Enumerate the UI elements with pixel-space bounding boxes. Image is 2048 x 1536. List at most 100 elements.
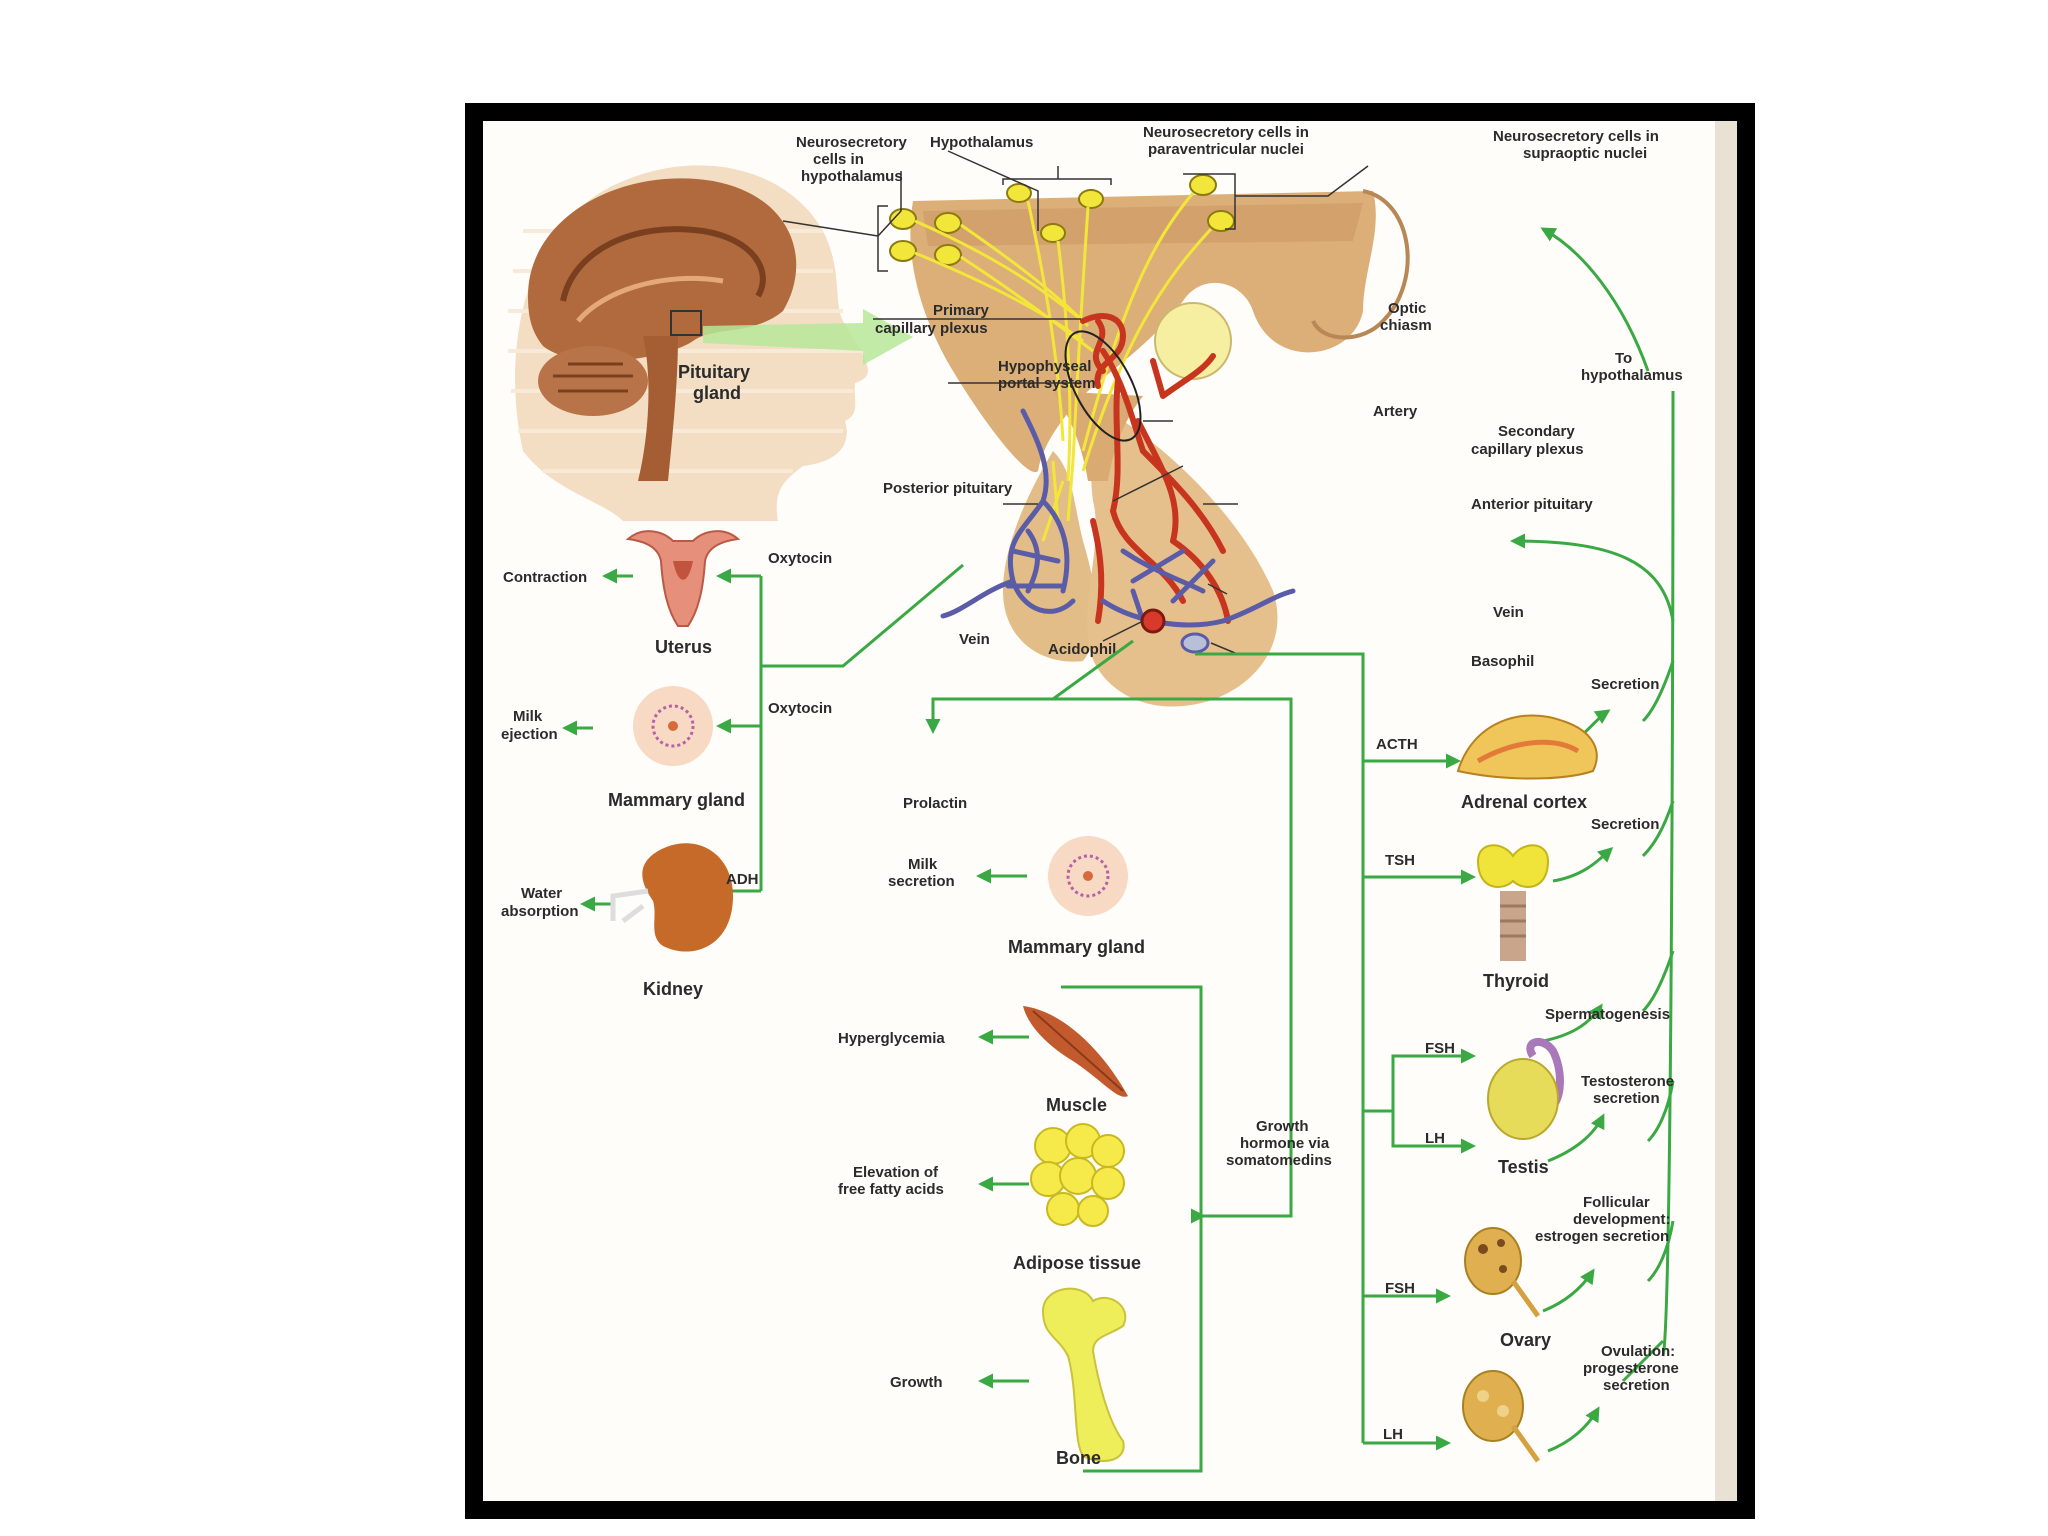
svg-text:Testosterone: Testosterone — [1581, 1073, 1674, 1090]
brainstem — [638, 336, 678, 481]
svg-text:Posterior pituitary: Posterior pituitary — [883, 480, 1013, 497]
optic-chiasm — [1154, 302, 1232, 380]
mammary-gland-icon-2 — [1048, 836, 1128, 916]
svg-text:Oxytocin: Oxytocin — [768, 700, 832, 717]
svg-text:FSH: FSH — [1385, 1280, 1415, 1297]
neurosecretory-cells — [889, 174, 1235, 266]
svg-text:Prolactin: Prolactin — [903, 795, 967, 812]
svg-text:progesterone: progesterone — [1583, 1360, 1679, 1377]
hormone-arrows — [562, 227, 1675, 1473]
svg-text:Secretion: Secretion — [1591, 676, 1659, 693]
svg-text:Neurosecretory cells in: Neurosecretory cells in — [1143, 124, 1309, 141]
bone-icon — [1041, 1287, 1127, 1462]
svg-text:Thyroid: Thyroid — [1483, 971, 1549, 991]
posterior-target-labels: Contraction Oxytocin Uterus Milk ejectio… — [501, 550, 832, 999]
posterior-pituitary — [1003, 451, 1097, 662]
svg-text:Vein: Vein — [959, 631, 990, 648]
svg-text:Elevation of: Elevation of — [853, 1164, 939, 1181]
svg-text:Testis: Testis — [1498, 1157, 1549, 1177]
svg-text:Neurosecretory: Neurosecretory — [796, 134, 908, 151]
svg-text:gland: gland — [693, 383, 741, 403]
svg-text:estrogen secretion: estrogen secretion — [1535, 1228, 1669, 1245]
svg-text:Milk: Milk — [908, 856, 938, 873]
svg-text:Secondary: Secondary — [1498, 423, 1575, 440]
svg-text:Mammary gland: Mammary gland — [1008, 937, 1145, 957]
svg-text:Ovulation:: Ovulation: — [1601, 1343, 1675, 1360]
svg-text:Spermatogenesis: Spermatogenesis — [1545, 1006, 1670, 1023]
svg-text:secretion: secretion — [888, 873, 955, 890]
svg-text:Growth: Growth — [890, 1374, 943, 1391]
svg-text:supraoptic nuclei: supraoptic nuclei — [1523, 145, 1647, 162]
brain-cerebrum — [528, 178, 797, 361]
svg-text:Kidney: Kidney — [643, 979, 703, 999]
testis-icon — [1487, 1038, 1564, 1140]
svg-text:ADH: ADH — [726, 871, 759, 888]
svg-text:Oxytocin: Oxytocin — [768, 550, 832, 567]
ovary-icon-2 — [1462, 1370, 1541, 1463]
svg-text:somatomedins: somatomedins — [1226, 1152, 1332, 1169]
portal-vessels — [1080, 313, 1231, 624]
svg-text:paraventricular nuclei: paraventricular nuclei — [1148, 141, 1304, 158]
svg-text:Adrenal cortex: Adrenal cortex — [1461, 792, 1587, 812]
figure-canvas: Pituitary gland — [483, 121, 1737, 1501]
svg-text:secretion: secretion — [1593, 1090, 1660, 1107]
svg-text:hypothalamus: hypothalamus — [1581, 367, 1683, 384]
svg-text:Contraction: Contraction — [503, 569, 587, 586]
portal-system-outline — [1064, 330, 1142, 442]
zoom-arrow — [703, 309, 913, 365]
basophil-target-labels: ACTH Secretion Adrenal cortex TSH Secret… — [1376, 676, 1679, 1443]
ovary-icon-1 — [1464, 1227, 1541, 1318]
thyroid-icon — [1476, 844, 1550, 961]
brain-cerebellum — [538, 346, 648, 416]
svg-text:absorption: absorption — [501, 903, 579, 920]
svg-text:Vein: Vein — [1493, 604, 1524, 621]
svg-text:Mammary gland: Mammary gland — [608, 790, 745, 810]
svg-text:secretion: secretion — [1603, 1377, 1670, 1394]
figure-frame: Pituitary gland — [465, 103, 1755, 1519]
svg-text:TSH: TSH — [1385, 852, 1415, 869]
svg-text:Ovary: Ovary — [1500, 1330, 1551, 1350]
svg-text:ejection: ejection — [501, 726, 558, 743]
svg-text:cells in: cells in — [813, 151, 864, 168]
svg-text:Bone: Bone — [1056, 1448, 1101, 1468]
svg-text:chiasm: chiasm — [1380, 317, 1432, 334]
kidney-icon — [610, 843, 733, 952]
svg-text:Muscle: Muscle — [1046, 1095, 1107, 1115]
svg-text:Optic: Optic — [1388, 300, 1426, 317]
svg-text:free fatty acids: free fatty acids — [838, 1181, 944, 1198]
svg-text:Neurosecretory cells in: Neurosecretory cells in — [1493, 128, 1659, 145]
svg-text:FSH: FSH — [1425, 1040, 1455, 1057]
basophil-cell — [1180, 632, 1210, 654]
anterior-pituitary — [1087, 411, 1278, 707]
svg-text:LH: LH — [1383, 1426, 1403, 1443]
svg-text:Acidophil: Acidophil — [1048, 641, 1116, 658]
svg-text:Secretion: Secretion — [1591, 816, 1659, 833]
svg-text:To: To — [1615, 350, 1632, 367]
svg-text:Primary: Primary — [933, 302, 990, 319]
acidophil-target-labels: Prolactin Milk secretion Mammary gland H… — [838, 795, 1332, 1468]
svg-text:development:: development: — [1573, 1211, 1671, 1228]
mammary-gland-icon-1 — [633, 686, 713, 766]
adipose-tissue-icon — [1030, 1123, 1125, 1227]
muscle-icon — [1023, 1006, 1128, 1097]
adrenal-cortex-icon — [1456, 714, 1598, 780]
svg-text:Milk: Milk — [513, 708, 543, 725]
neuron-axons — [914, 192, 1213, 542]
svg-text:capillary plexus: capillary plexus — [875, 320, 988, 337]
page-edge — [1715, 121, 1737, 1501]
hypothalamus-pituitary-diagram: Pituitary gland — [501, 121, 1737, 1501]
hypothalamus-labels: Neurosecretory cells in hypothalamus Hyp… — [796, 124, 1683, 670]
svg-text:portal system: portal system — [998, 375, 1096, 392]
svg-text:Water: Water — [521, 885, 562, 902]
svg-text:hypothalamus: hypothalamus — [801, 168, 903, 185]
pituitary-veins — [940, 408, 1296, 628]
svg-text:Hypothalamus: Hypothalamus — [930, 134, 1033, 151]
svg-text:Growth: Growth — [1256, 1118, 1309, 1135]
hypothalamus-region — [910, 189, 1410, 473]
svg-text:hormone via: hormone via — [1240, 1135, 1330, 1152]
pituitary-gland-label: Pituitary — [678, 362, 750, 382]
uterus-icon — [625, 530, 741, 627]
svg-text:Hyperglycemia: Hyperglycemia — [838, 1030, 945, 1047]
svg-text:ACTH: ACTH — [1376, 736, 1418, 753]
svg-text:capillary plexus: capillary plexus — [1471, 441, 1584, 458]
